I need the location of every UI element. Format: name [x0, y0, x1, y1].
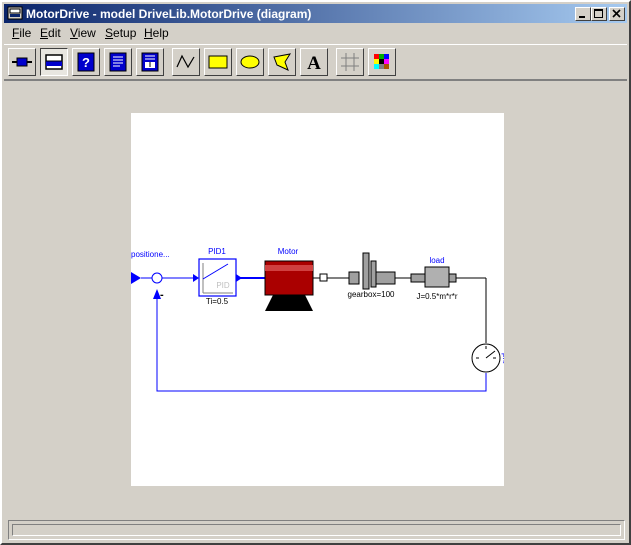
close-button[interactable]	[609, 7, 625, 21]
menu-view-accel: V	[70, 26, 78, 40]
menu-setup-rest: etup	[113, 26, 137, 40]
color-palette-button[interactable]	[368, 48, 396, 76]
document-icon	[109, 52, 127, 72]
print-icon	[45, 54, 63, 70]
menu-file-rest: ile	[19, 26, 32, 40]
menu-file-accel: F	[12, 26, 20, 40]
minimize-button[interactable]	[575, 7, 591, 21]
color-palette-icon	[374, 54, 389, 69]
ellipse-tool-button[interactable]	[236, 48, 264, 76]
minimize-icon	[579, 16, 585, 18]
grid-toggle-button[interactable]	[336, 48, 364, 76]
load-body[interactable]	[424, 266, 450, 288]
menu-edit-accel: E	[40, 26, 49, 40]
load-shaft-right-icon	[448, 273, 457, 283]
status-bar-field	[12, 524, 621, 536]
gearbox-right-gear-icon[interactable]	[375, 271, 396, 285]
input-port-icon[interactable]	[131, 272, 141, 284]
gearbox-small-gear-icon[interactable]	[370, 260, 377, 288]
polygon-tool-button[interactable]	[268, 48, 296, 76]
menu-help-accel: H	[144, 26, 153, 40]
menu-edit[interactable]: Edit	[40, 26, 61, 40]
line-tool-button[interactable]	[172, 48, 200, 76]
menu-setup[interactable]: Setup	[105, 26, 136, 40]
motor-flange-icon[interactable]	[319, 273, 328, 282]
print-button[interactable]	[40, 48, 68, 76]
pid-output-port-icon[interactable]	[236, 274, 242, 282]
menu-view[interactable]: View	[70, 26, 96, 40]
rectangle-tool-button[interactable]	[204, 48, 232, 76]
status-bar	[8, 520, 625, 540]
menu-help[interactable]: Help	[144, 26, 169, 40]
connect-mode-button[interactable]	[8, 48, 36, 76]
pid-input-port-icon[interactable]	[193, 274, 199, 282]
input-label: positione...	[131, 250, 170, 259]
close-icon	[612, 9, 621, 18]
ellipse-icon	[240, 55, 260, 69]
gearbox-label: gearbox=100	[348, 290, 395, 299]
motor-highlight-icon	[265, 265, 313, 271]
motor-base-icon	[265, 295, 313, 311]
window-title: MotorDrive - model DriveLib.MotorDrive (…	[26, 7, 312, 21]
help-icon: ?	[77, 52, 95, 72]
app-icon	[7, 6, 23, 20]
feedback-wire[interactable]	[156, 291, 487, 392]
grid-icon	[341, 53, 359, 71]
sensor-needle-icon	[485, 350, 496, 359]
load-shaft-left-icon	[410, 273, 426, 283]
maximize-icon	[594, 9, 603, 18]
toolbar: ?	[4, 44, 627, 80]
sensor-label: phi	[501, 353, 504, 364]
maximize-button[interactable]	[591, 7, 607, 21]
help-button[interactable]: ?	[72, 48, 100, 76]
gearbox-left-gear-icon[interactable]	[348, 271, 360, 285]
line-icon	[176, 54, 195, 69]
feedback-arrow-icon	[153, 289, 161, 299]
rectangle-icon	[208, 55, 228, 69]
menu-file[interactable]: File	[12, 26, 31, 40]
load-name-label: load	[429, 256, 444, 265]
menu-setup-accel: S	[105, 26, 114, 40]
text-tool-button[interactable]: A	[300, 48, 328, 76]
svg-text:?: ?	[82, 55, 90, 70]
document-button[interactable]	[104, 48, 132, 76]
pid-ramp-icon	[202, 263, 229, 280]
connect-mode-icon	[12, 57, 32, 67]
pid-name-label: PID1	[208, 247, 226, 256]
pid-inner-label: PID	[216, 281, 230, 290]
motor-name-label: Motor	[278, 247, 299, 256]
menu-view-rest: iew	[77, 26, 96, 40]
text-tool-glyph: A	[307, 53, 321, 73]
pid-param-label: Ti=0.5	[206, 297, 229, 306]
menu-edit-rest: dit	[48, 26, 61, 40]
document-info-button[interactable]	[136, 48, 164, 76]
diagram-canvas[interactable]: positione... - PID1 PID Ti=0.5 Motor gea…	[131, 113, 510, 486]
menu-help-rest: elp	[152, 26, 169, 40]
document-info-icon	[141, 52, 159, 72]
diagram-svg: positione... - PID1 PID Ti=0.5 Motor gea…	[131, 247, 510, 392]
gearbox-big-gear-icon[interactable]	[362, 252, 370, 290]
text-icon: A	[307, 53, 321, 73]
load-param-label: J=0.5*m*r*r	[416, 292, 457, 301]
polygon-icon	[273, 53, 292, 71]
menu-bar: File Edit View Setup Help	[4, 24, 627, 42]
feedback-minus-sign: -	[160, 289, 164, 301]
feedback-junction-icon[interactable]	[151, 272, 163, 284]
title-bar[interactable]: MotorDrive - model DriveLib.MotorDrive (…	[4, 4, 627, 23]
